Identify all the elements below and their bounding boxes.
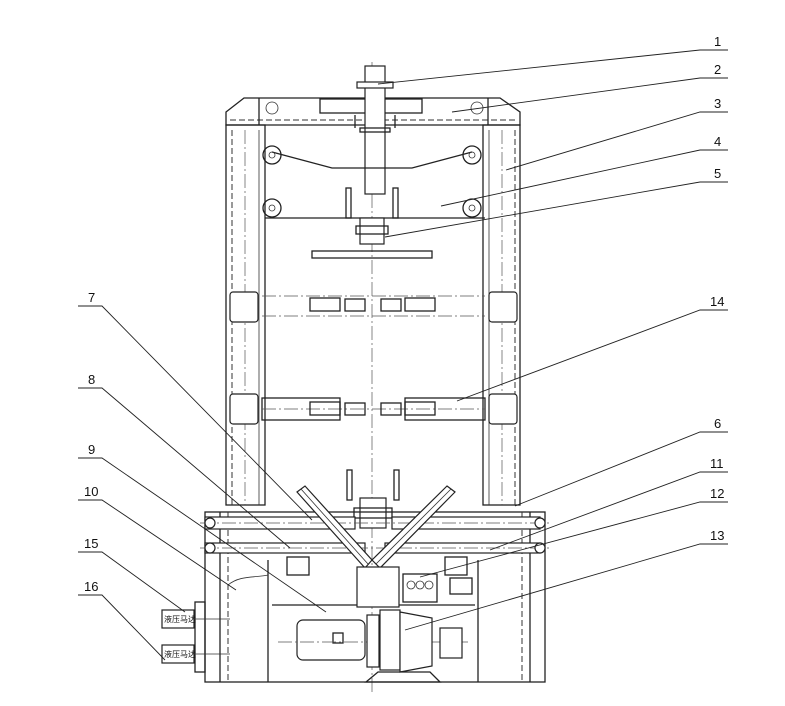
leader-line [404,543,728,631]
callout-number: 5 [714,166,721,181]
leader-line [384,181,728,238]
callout-number: 9 [88,442,95,457]
leader-line [78,305,313,521]
leader-line [78,387,291,549]
leader-line [377,49,728,85]
callout-number: 8 [88,372,95,387]
callout-number: 12 [710,486,724,501]
callout-number: 2 [714,62,721,77]
hydraulic-motor-label: 液压马达 [164,649,196,659]
guide-wheels [262,145,482,218]
callout-number: 3 [714,96,721,111]
callout-number: 4 [714,134,721,149]
leader-line [505,111,728,171]
callout-number: 1 [714,34,721,49]
leader-line [78,551,186,613]
callout-number: 13 [710,528,724,543]
leader-line [78,594,166,661]
callout-number: 6 [714,416,721,431]
machine-frame: 液压马达 液压马达 [161,62,550,692]
hydraulic-motor-label: 液压马达 [164,614,196,624]
drive-motor [278,609,470,683]
leader-line [78,499,237,591]
leader-line [440,149,728,207]
leader-line [419,501,728,578]
clamp-arms [229,291,518,425]
callout-number: 10 [84,484,98,499]
leader-line [451,77,728,113]
hydraulic-motors: 液压马达 液压马达 [161,601,230,673]
leader-line [489,471,728,551]
callout-number: 11 [710,456,724,471]
v-rollers [296,485,456,569]
callout-number: 15 [84,536,98,551]
leader-line [514,431,728,507]
callout-number: 7 [88,290,95,305]
leader-line [456,309,728,402]
callout-number: 14 [710,294,724,309]
callout-number: 16 [84,579,98,594]
leader-line [78,457,327,613]
